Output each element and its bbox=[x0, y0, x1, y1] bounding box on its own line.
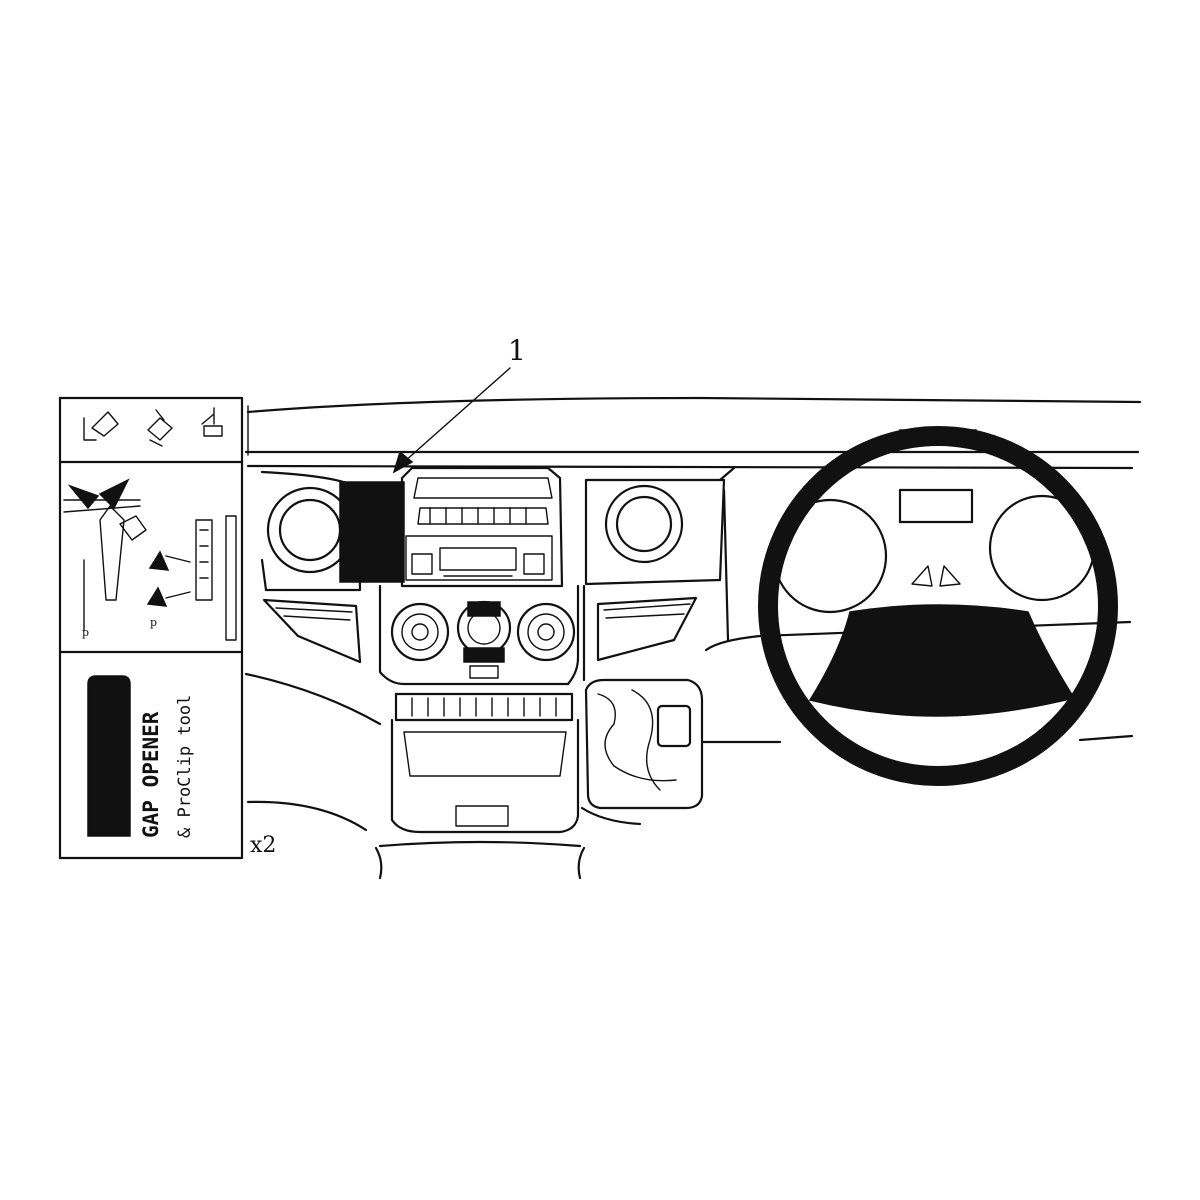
instruction-panel-frame bbox=[58, 396, 244, 860]
step-icon-2 bbox=[147, 409, 173, 447]
indicator-left-icon bbox=[911, 565, 933, 587]
dash-top-edge bbox=[246, 396, 1142, 414]
radio-unit bbox=[405, 535, 553, 581]
right-side-vent bbox=[596, 596, 698, 662]
mount-holder-1 bbox=[339, 481, 405, 583]
arrow-icon bbox=[67, 484, 100, 510]
steering-wheel bbox=[758, 426, 1118, 786]
callout-leader-line bbox=[403, 367, 511, 463]
console-handle bbox=[455, 805, 509, 827]
arrow-icon bbox=[98, 478, 130, 510]
gear-lever-knob bbox=[656, 704, 692, 748]
tool-label-line1: GAP OPENER bbox=[139, 711, 163, 838]
right-vent-surround bbox=[584, 478, 726, 586]
step-icons bbox=[83, 407, 223, 447]
tool-in-gap-icon bbox=[99, 505, 125, 601]
climate-panel bbox=[378, 584, 580, 686]
radio-slot bbox=[417, 507, 549, 525]
cluster-display bbox=[898, 488, 974, 524]
indicator-right-icon bbox=[939, 565, 961, 587]
steering-wheel-hub bbox=[808, 604, 1076, 717]
instruction-panel: p p GAP OPENER & ProClip tool bbox=[58, 396, 244, 860]
lower-console bbox=[390, 718, 580, 834]
dashboard bbox=[244, 396, 1142, 880]
callout-arrowhead bbox=[392, 450, 414, 474]
step-icon-1 bbox=[83, 411, 119, 441]
dash-lower-left bbox=[244, 672, 382, 726]
steering-column-top bbox=[899, 429, 977, 441]
arrow-icon bbox=[148, 550, 170, 571]
gear-shift-boot bbox=[584, 678, 704, 810]
climate-knob-left bbox=[390, 602, 450, 662]
switch-strip bbox=[394, 692, 574, 722]
svg-text:p: p bbox=[150, 616, 157, 629]
tool-label-line2: & ProClip tool bbox=[175, 695, 195, 838]
center-stack-top bbox=[400, 466, 564, 588]
gap-opener-tool-icon bbox=[87, 675, 131, 837]
radio-display bbox=[439, 547, 517, 571]
callout-number: 1 bbox=[508, 334, 526, 367]
usage-illustration: p p bbox=[63, 478, 237, 641]
storage-tray bbox=[403, 731, 567, 777]
arrow-icon bbox=[146, 586, 168, 607]
center-right-air-vent bbox=[604, 484, 684, 564]
climate-knob-right bbox=[516, 602, 576, 662]
dash-mid-line bbox=[704, 620, 1132, 652]
svg-text:p: p bbox=[82, 626, 89, 639]
step-icon-3 bbox=[201, 407, 223, 437]
left-side-vent bbox=[262, 598, 362, 664]
quantity-label: x2 bbox=[250, 833, 276, 858]
